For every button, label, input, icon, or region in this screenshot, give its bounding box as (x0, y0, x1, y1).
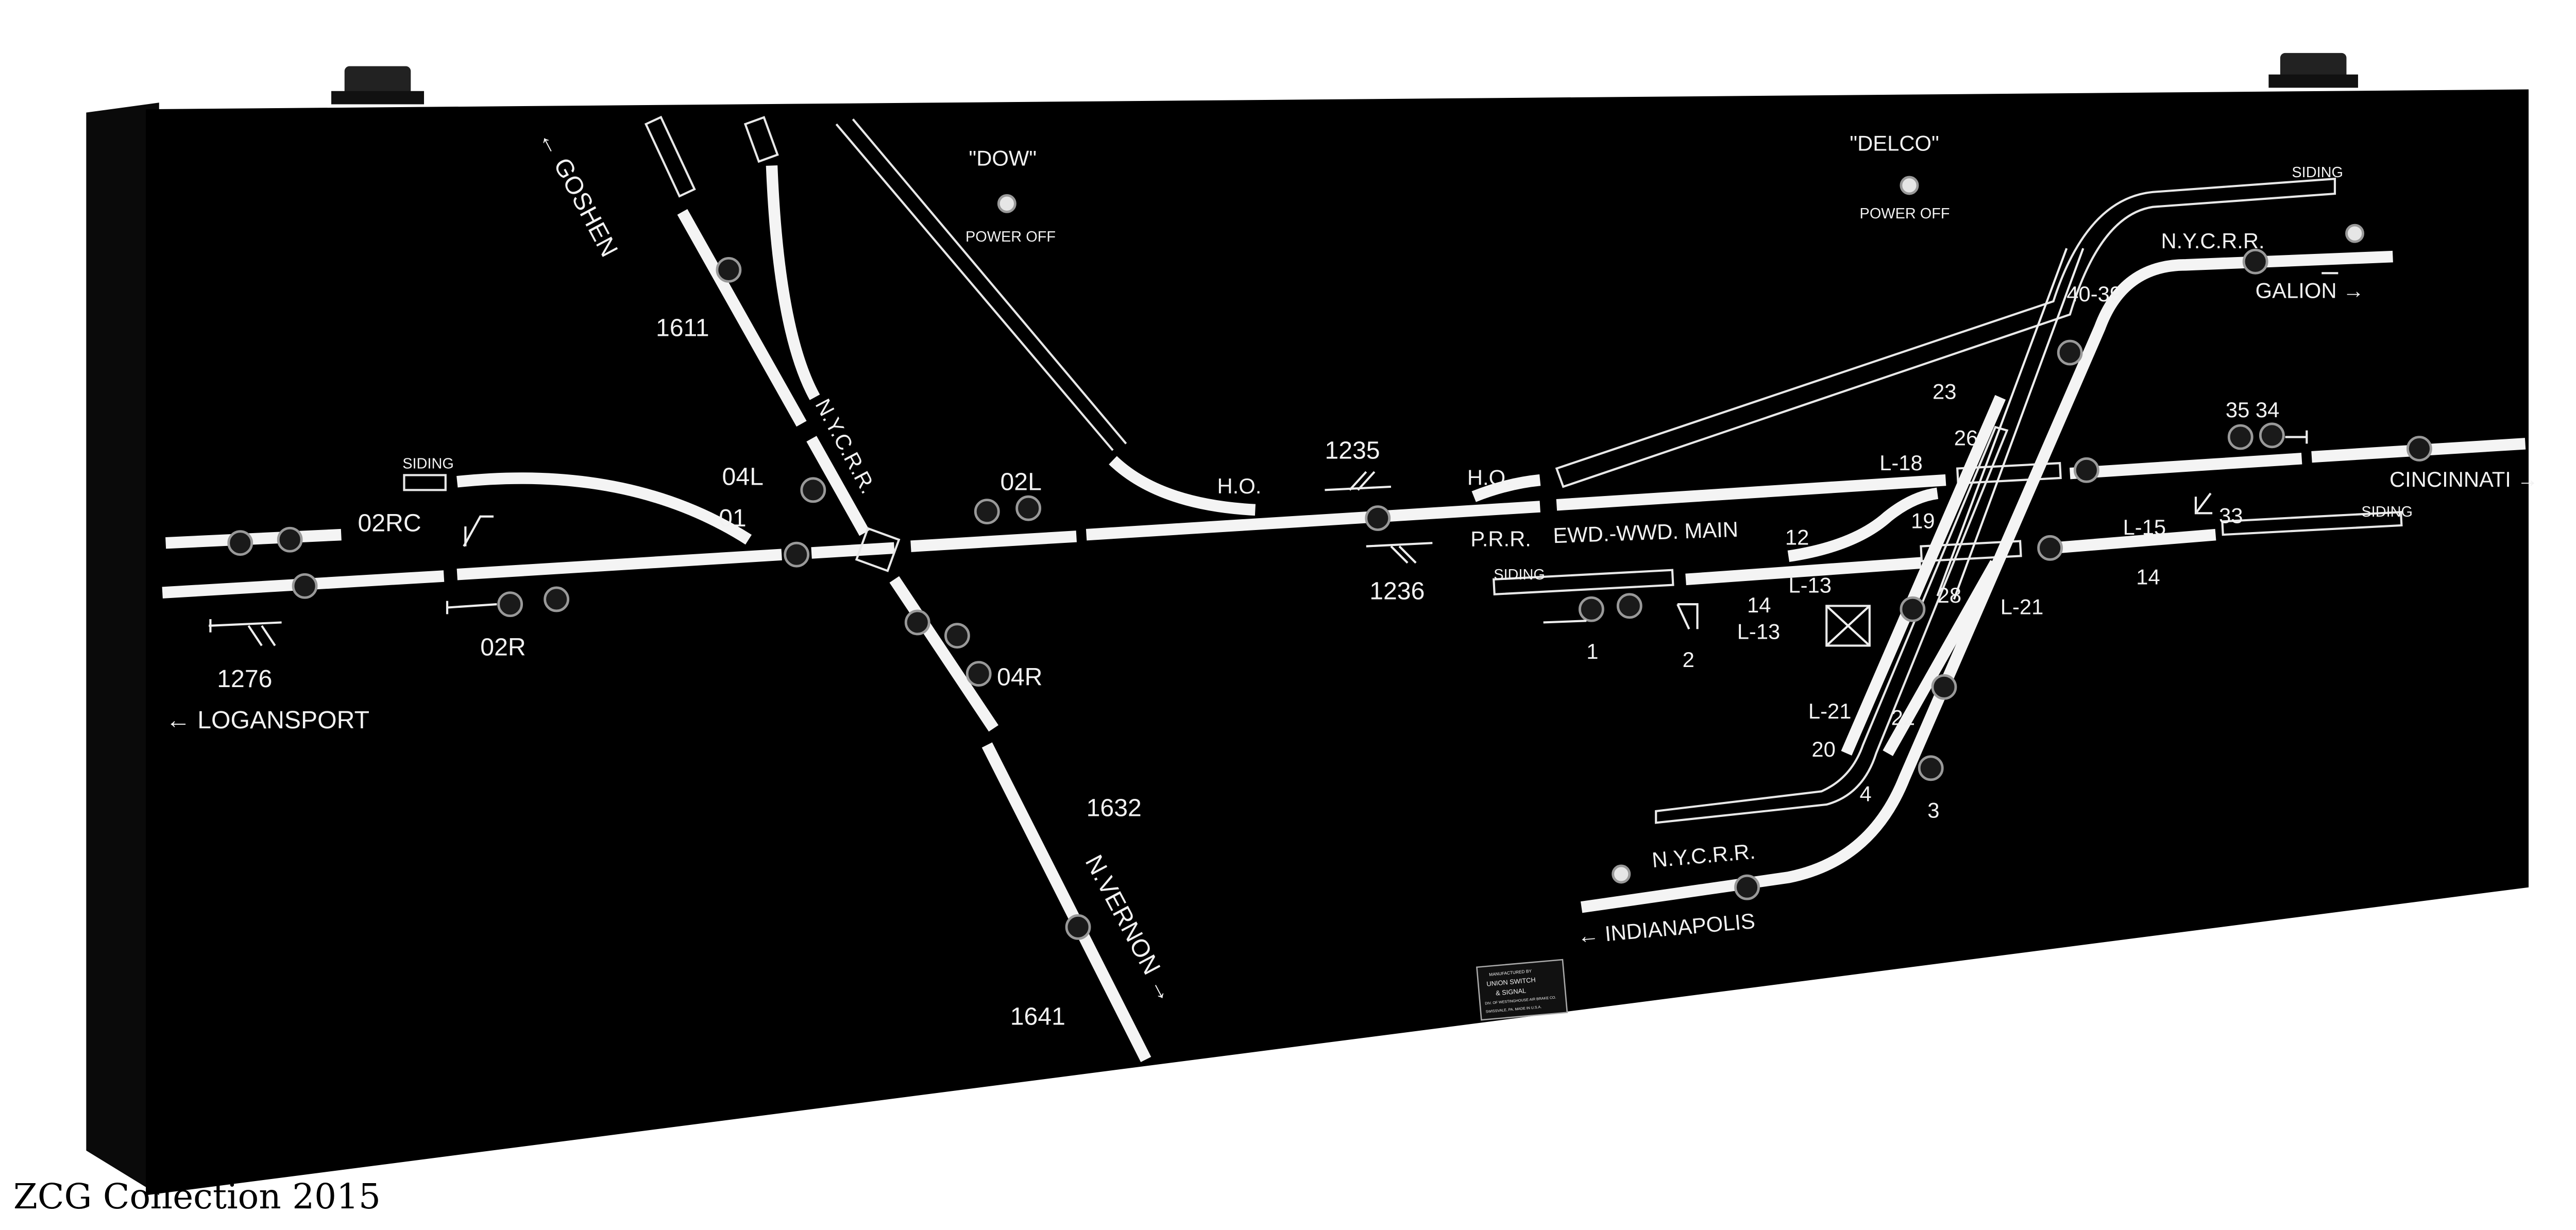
railroad-prr: P.R.R. (1470, 527, 1531, 551)
lever-label: 1632 (1087, 794, 1142, 822)
indicator-lamp (2057, 339, 2083, 366)
lever-labels: 1611 04L 01 02RC 02L H.O. 1235 1236 H.O.… (217, 282, 2279, 1031)
lever-label: 3 (1927, 798, 1939, 823)
lever-label: 02R (480, 634, 526, 661)
lever-label: L-13 (1788, 573, 1832, 597)
lever-label: L-13 (1737, 620, 1781, 644)
lever-label: 1 (1586, 639, 1598, 663)
lever-label: 02L (1000, 468, 1041, 496)
power-lamp (1900, 176, 1919, 195)
power-lamp (1612, 864, 1631, 884)
builders-plate: MANUFACTURED BY UNION SWITCH & SIGNAL DI… (1476, 959, 1568, 1021)
lever-label: 1235 (1325, 436, 1380, 464)
indicator-lamp (1931, 674, 1957, 700)
siding-label: SIDING (2361, 504, 2413, 520)
lever-label: H.O. (1217, 474, 1262, 498)
indicator-lamp (544, 586, 570, 612)
lever-label: 01 (719, 504, 747, 532)
lever-label: 14 (2136, 565, 2160, 589)
mounting-bolt-right (2268, 53, 2358, 88)
lever-label: 35 34 (2226, 398, 2280, 422)
lever-label: L-15 (2123, 515, 2166, 539)
lever-label: L-21 (1808, 699, 1852, 723)
tower-dow-name: "DOW" (969, 146, 1037, 170)
indicator-lamp (2073, 457, 2099, 483)
lever-label: 19 (1911, 508, 1935, 533)
indicator-lamp (1065, 914, 1091, 940)
indicator-lamp (944, 623, 970, 649)
indicator-lamp (965, 661, 992, 687)
siding-label: SIDING (1494, 567, 1545, 583)
lever-label: 14 (1747, 593, 1771, 617)
lever-label: 22 (1891, 706, 1915, 730)
indicator-lamp (1365, 505, 1391, 531)
indicator-lamp (2259, 422, 2285, 449)
lever-label: 2 (1683, 647, 1694, 672)
lever-label: 02RC (358, 509, 421, 537)
tower-delco-name: "DELCO" (1850, 131, 1939, 155)
lever-label: 20 (1811, 737, 1835, 761)
indicator-lamp (497, 591, 523, 618)
indicator-lamp (974, 499, 1000, 525)
lever-label: 33 (2219, 504, 2243, 528)
lever-label: 1641 (1010, 1002, 1065, 1030)
indicator-lamp (1918, 755, 1944, 781)
indicator-lamp (1578, 596, 1604, 622)
railroad-nycrr-galion: N.Y.C.R.R. (2161, 229, 2264, 253)
panel-face (146, 89, 2529, 1195)
indicator-lamp (2227, 424, 2253, 450)
lever-label: L-18 (1879, 451, 1923, 475)
indicator-lamp (716, 257, 742, 283)
indicator-lamp (800, 477, 826, 503)
indicator-lamp (2242, 248, 2268, 275)
lever-label: 04L (722, 463, 764, 491)
indicator-lamp (292, 573, 318, 599)
lever-label: 26 (1954, 426, 1978, 450)
lever-label: 28 (1938, 583, 1961, 607)
lever-label: 1611 (656, 314, 709, 341)
indicator-lamp (1015, 495, 1042, 521)
power-lamp (2345, 224, 2365, 243)
indicator-lamp (904, 609, 930, 636)
indicator-lamps (227, 176, 2432, 940)
signal-symbols (209, 272, 2338, 647)
indicator-lamp (2406, 436, 2432, 462)
siding-label: SIDING (402, 456, 454, 472)
mounting-bolt-left (331, 66, 425, 105)
power-lamp (997, 194, 1016, 213)
siding-label: SIDING (2292, 164, 2343, 181)
destination-galion: GALION → (2256, 279, 2364, 303)
indicator-lamp (1900, 596, 1926, 622)
lever-label: L-21 (2001, 594, 2044, 619)
lever-label: 23 (1933, 380, 1956, 404)
indicator-lamp (227, 530, 253, 556)
tower-dow-status: POWER OFF (965, 229, 1056, 245)
lever-label: 40-39 (2066, 282, 2122, 306)
lever-label: 1236 (1369, 577, 1425, 605)
lever-label: 1276 (217, 665, 272, 693)
tower-delco-status: POWER OFF (1860, 206, 1950, 222)
indicator-lamp (784, 541, 810, 568)
svg-text:& SIGNAL: & SIGNAL (1495, 986, 1526, 997)
lever-label: 12 (1785, 525, 1809, 549)
indicator-lamp (2037, 535, 2063, 561)
lever-label: 4 (1860, 782, 1872, 806)
destination-logansport: ← LOGANSPORT (166, 706, 369, 734)
indicator-lamp (1616, 593, 1642, 619)
lever-label: H.O. (1467, 466, 1512, 490)
destination-cincinnati: CINCINNATI → (2389, 467, 2538, 491)
panel-side (86, 102, 159, 1195)
lever-label: 04R (997, 663, 1042, 691)
indicator-lamp (1734, 874, 1760, 900)
indicator-lamp (277, 526, 303, 553)
